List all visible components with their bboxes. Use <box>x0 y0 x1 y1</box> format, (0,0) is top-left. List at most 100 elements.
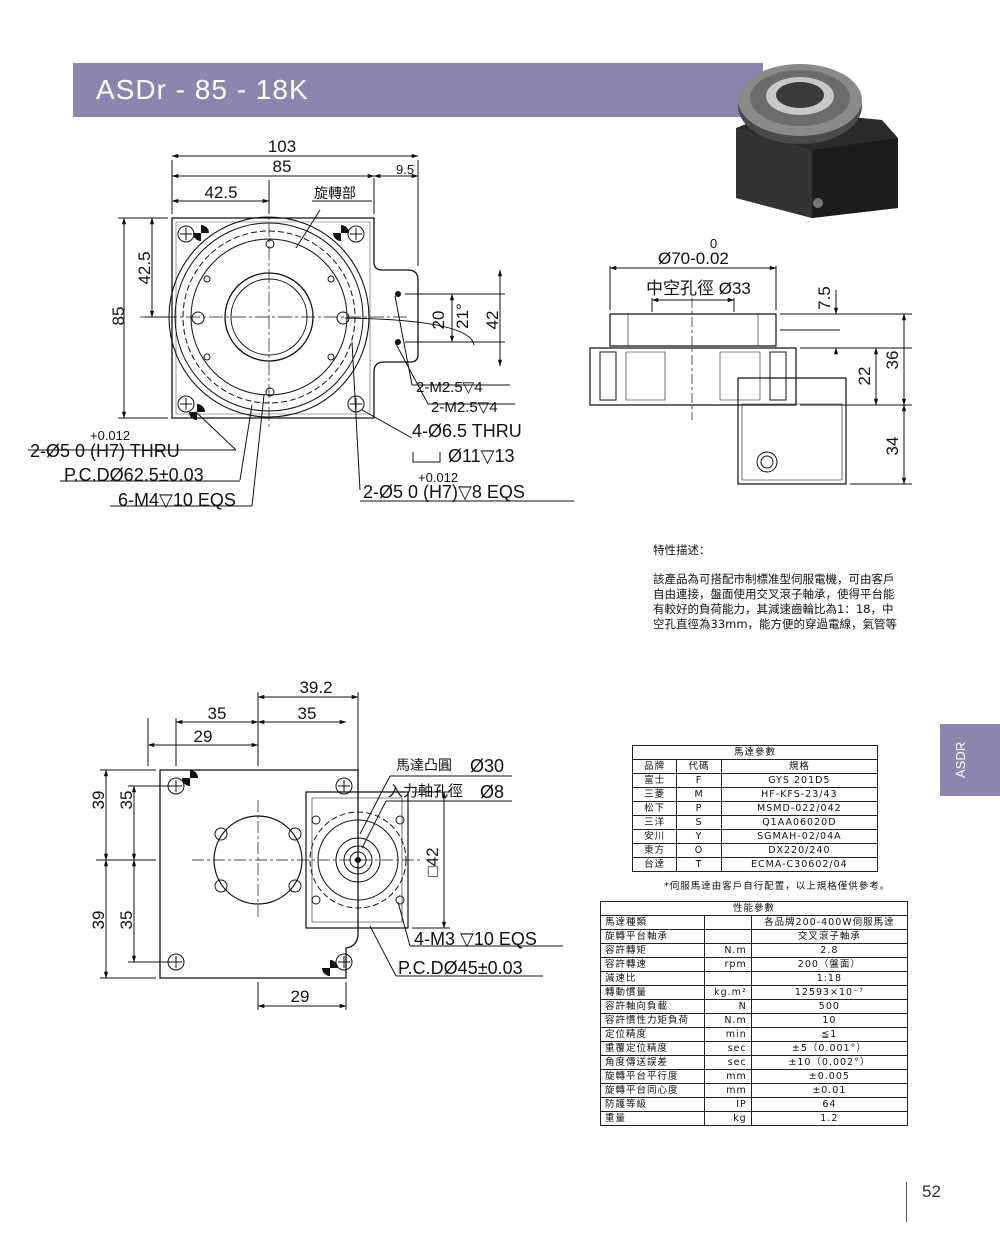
label-rotating-part: 旋轉部 <box>314 185 356 201</box>
left-pcd: P.C.DØ62.5±0.03 <box>64 465 204 485</box>
dim-29-bottom: 29 <box>291 987 310 1006</box>
motor-table-note: *伺服馬達由客戶自行配置，以上規格僅供參考。 <box>664 881 891 892</box>
dim-35-b: 35 <box>117 911 136 930</box>
motor-boss-value: Ø30 <box>470 756 504 776</box>
table-cell <box>704 971 752 986</box>
dim-85-vertical: 85 <box>109 307 128 326</box>
table-cell: 交叉滾子軸承 <box>750 929 909 944</box>
product-photo <box>736 64 898 218</box>
table-cell: min <box>704 1027 752 1042</box>
table-cell: 松下 <box>631 801 678 816</box>
table-cell: 10 <box>750 1013 909 1028</box>
callout-thru: 4-Ø6.5 THRU <box>412 421 522 441</box>
table-cell: 容許轉速 <box>599 957 706 972</box>
dim-42-5-vertical: 42.5 <box>135 251 154 284</box>
table-cell: 三菱 <box>631 787 678 802</box>
dia-70: Ø70-0.02 <box>658 249 729 268</box>
table-cell: O <box>676 843 722 858</box>
table-cell: 200（盤面） <box>750 957 909 972</box>
dim-20: 20 <box>429 311 448 330</box>
table-cell: 500 <box>750 999 909 1014</box>
table-row: 旋轉平台軸承 交叉滾子軸承 <box>599 929 909 944</box>
dim-29-top: 29 <box>194 727 213 746</box>
table-cell: 容許慣性力矩負荷 <box>599 1013 706 1028</box>
table-cell: 馬達種類 <box>599 915 706 930</box>
dim-35-a: 35 <box>117 791 136 810</box>
callout-counterbore: Ø11▽13 <box>448 446 515 466</box>
page-number: 52 <box>922 1182 941 1201</box>
table-cell: sec <box>704 1055 752 1070</box>
dim-square-42: □42 <box>423 847 442 876</box>
bore-label: 中空孔徑 Ø33 <box>646 279 751 298</box>
table-cell: ±5（0.001°） <box>750 1041 909 1056</box>
table-cell: F <box>676 773 722 788</box>
dia-zero: 0 <box>710 236 717 251</box>
table-cell: ≦1 <box>750 1027 909 1042</box>
dim-42-vertical: 42 <box>483 311 502 330</box>
table-cell: SGMAH-02/04A <box>720 829 879 844</box>
table-cell: Q1AA06020D <box>720 815 879 830</box>
table-cell: 旋轉平台軸承 <box>599 929 706 944</box>
table-cell: rpm <box>704 957 752 972</box>
table-cell: sec <box>704 1041 752 1056</box>
table-cell: HF-KFS-23/43 <box>720 787 879 802</box>
callout-m25-a: 2-M2.5▽4 <box>416 379 483 396</box>
table-cell: S <box>676 815 722 830</box>
table-cell: 角度傳送誤差 <box>599 1055 706 1070</box>
dim-7-5: 7.5 <box>815 286 834 310</box>
table-cell <box>704 929 752 944</box>
table-cell: 防護等級 <box>599 1097 706 1112</box>
motor-header: 品牌 <box>631 759 678 774</box>
callout-pcd45: P.C.DØ45±0.03 <box>398 958 523 978</box>
table-cell: 旋轉平台平行度 <box>599 1069 706 1084</box>
callout-pin: 2-Ø5 0 (H7)▽8 EQS <box>363 482 525 502</box>
page-divider <box>906 1182 907 1222</box>
table-cell: 定位精度 <box>599 1027 706 1042</box>
table-cell: ±0.01 <box>750 1083 909 1098</box>
label-motor-boss: 馬達凸圓 <box>396 757 452 773</box>
table-cell: 旋轉平台同心度 <box>599 1083 706 1098</box>
callout-m3: 4-M3 ▽10 EQS <box>414 929 537 949</box>
table-row: 馬達種類 各品牌200-400W伺服馬達 <box>599 915 909 930</box>
table-cell: GYS 201D5 <box>720 773 879 788</box>
dim-42-5: 42.5 <box>204 183 237 202</box>
left-m4: 6-M4▽10 EQS <box>118 490 236 510</box>
feature-description: 特性描述： 該產品為可搭配市制標准型伺服電機，可由客戶自由連接，盤面使用交叉滾子… <box>653 543 903 632</box>
table-cell <box>704 915 752 930</box>
table-cell: 各品牌200-400W伺服馬達 <box>750 915 909 930</box>
dim-22: 22 <box>855 367 874 386</box>
motor-table-title: 馬達參數 <box>632 745 878 760</box>
table-cell: DX220/240 <box>720 843 879 858</box>
table-cell: IP <box>704 1097 752 1112</box>
callout-m25-b: 2-M2.5▽4 <box>431 399 498 416</box>
table-cell: M <box>676 787 722 802</box>
table-cell: 容許轉矩 <box>599 943 706 958</box>
dim-21-deg: 21° <box>453 303 472 329</box>
dim-35-right: 35 <box>298 704 317 723</box>
motor-header: 代碼 <box>676 759 722 774</box>
dim-103: 103 <box>268 137 296 156</box>
dim-39-2: 39.2 <box>299 678 332 697</box>
table-cell: 1.2 <box>750 1111 909 1126</box>
left-tolerance: +0.012 <box>90 428 130 443</box>
table-cell: 容許軸向負載 <box>599 999 706 1014</box>
table-cell: N.m <box>704 943 752 958</box>
table-cell: 1:18 <box>750 971 909 986</box>
dim-9-5: 9.5 <box>396 162 414 177</box>
